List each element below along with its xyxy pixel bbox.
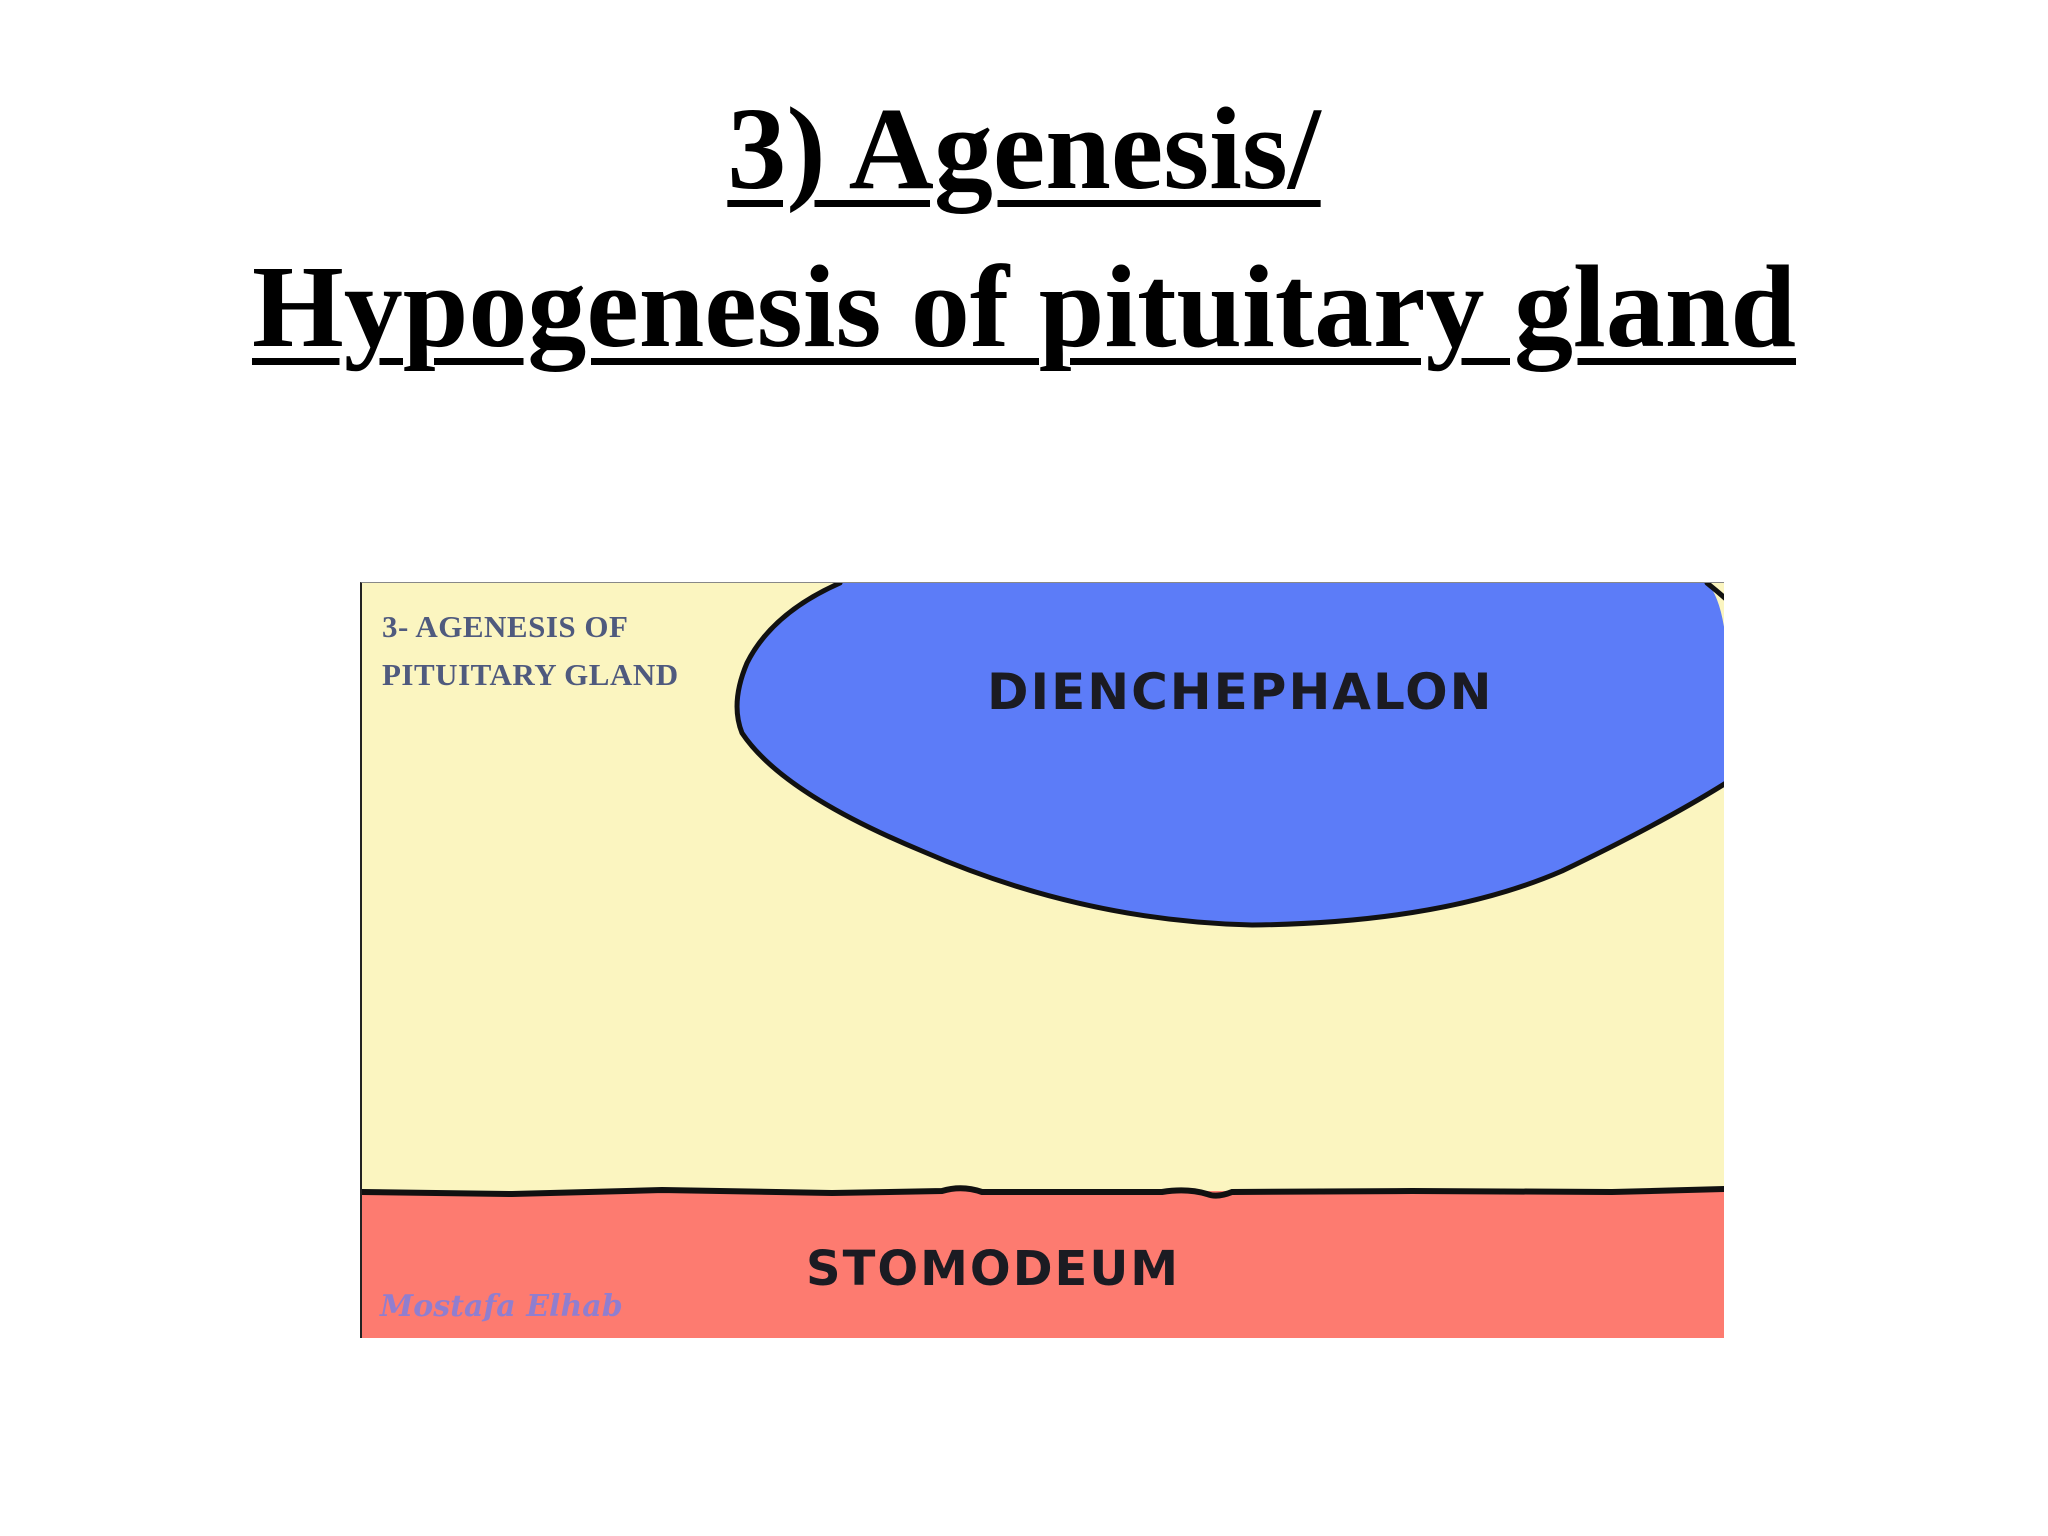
author-signature: Mostafa Elhab [380,1289,623,1324]
embryology-diagram: 3- AGENESIS OF PITUITARY GLAND DIENCHEPH… [360,582,1724,1338]
diencephalon-outline-top-right [1704,583,1724,601]
figure-caption: 3- AGENESIS OF PITUITARY GLAND [382,603,679,699]
diencephalon-label: DIENCHEPHALON [987,663,1494,721]
slide-title-line1: 3) Agenesis/ [727,83,1321,214]
diagram-drawing [362,583,1724,1338]
slide-title-line2: Hypogenesis of pituitary gland [251,241,1797,372]
diencephalon-outline [734,583,1724,928]
stomodeum-region [362,1191,1724,1338]
stomodeum-boundary-line [362,1185,1724,1199]
diencephalon-shape [737,583,1724,925]
figure-caption-line1: 3- AGENESIS OF [382,609,629,644]
stomodeum-label: STOMODEUM [806,1241,1181,1297]
figure-caption-line2: PITUITARY GLAND [382,657,679,692]
slide-title: 3) Agenesis/ Hypogenesis of pituitary gl… [0,70,2048,386]
